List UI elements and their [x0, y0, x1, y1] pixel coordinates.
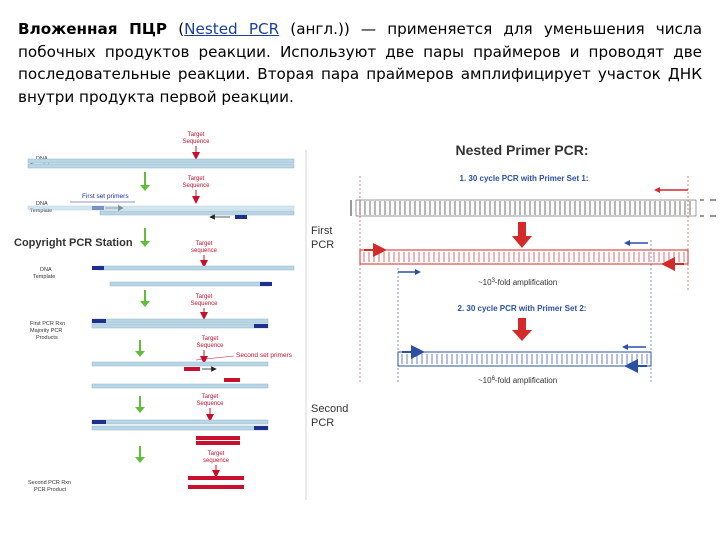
- sequence-label: sequence: [191, 248, 218, 254]
- copyright-watermark: Copyright PCR Station: [14, 237, 133, 249]
- step-arrow-head: [140, 301, 150, 307]
- fold-amplification-label: ~106-fold amplification: [478, 376, 557, 385]
- target-label: Target: [208, 451, 225, 457]
- right-nested-primer-diagram: Nested Primer PCR: 1. 30 cycle PCR with …: [305, 142, 716, 500]
- primer1-arrow-head: [654, 187, 660, 193]
- final-product-strand: [188, 476, 244, 480]
- second-pcr-label: Second: [311, 403, 348, 415]
- forward-primer: [92, 319, 106, 323]
- down-arrow-head: [512, 330, 532, 341]
- nested-primer-title: Nested Primer PCR:: [455, 142, 588, 158]
- final-product-strand: [188, 485, 244, 489]
- first-set-primers-label: First set primers: [82, 193, 129, 200]
- pcr-product-label: PCR Product: [34, 487, 67, 493]
- sequence-label: sequence: [203, 458, 230, 464]
- down-arrow-head: [512, 236, 532, 248]
- first-pcr-label: First: [311, 225, 332, 237]
- down-arrow-shaft: [518, 318, 526, 332]
- dna-strand-top: [27, 158, 295, 164]
- primer-arrow-head: [624, 240, 630, 246]
- left-nested-pcr-diagram: Target Sequence DNA Template Target Sequ…: [14, 132, 295, 493]
- primer-arrow-head: [415, 269, 421, 275]
- dna-label: DNA: [40, 267, 52, 273]
- target-label: Target: [188, 176, 205, 182]
- second-set-primers-label: Second set primers: [236, 352, 293, 359]
- dna-strand: [91, 425, 269, 431]
- step-arrow-head: [135, 407, 145, 413]
- dna-strand-bottom: [27, 163, 295, 169]
- reverse-primer: [254, 426, 268, 430]
- target-label: Target: [202, 336, 219, 342]
- product-ticks: [401, 354, 648, 364]
- dna-strand: [91, 419, 269, 425]
- dna-strand: [27, 205, 295, 211]
- sequence-label: Sequence: [190, 301, 218, 307]
- forward-primer: [92, 420, 106, 424]
- second-pcr-product: [397, 351, 652, 367]
- term-heading: Вложенная ПЦР: [18, 20, 168, 38]
- forward-nested-primer: [184, 367, 200, 371]
- first-pcr-label: First PCR Rxn: [30, 321, 65, 327]
- target-label: Target: [202, 394, 219, 400]
- nested-pcr-link[interactable]: Nested PCR: [184, 20, 280, 38]
- step-arrow-head: [135, 457, 145, 463]
- target-label: Target: [196, 241, 213, 247]
- step-arrow-head: [135, 351, 145, 357]
- target-label: Target: [196, 294, 213, 300]
- majority-pcr-label: Majority PCR: [30, 328, 62, 334]
- description-body: (англ.)) — применяется для уменьшения чи…: [18, 20, 702, 106]
- nested-product: [196, 436, 240, 440]
- step2-label: 2. 30 cycle PCR with Primer Set 2:: [458, 304, 587, 313]
- description-paragraph: Вложенная ПЦР (Nested PCR (англ.)) — при…: [18, 18, 702, 108]
- product-ticks: [363, 252, 685, 262]
- fold-amplification-label: ~103-fold amplification: [478, 278, 557, 287]
- reverse-nested-primer: [224, 378, 240, 382]
- first-pcr-label: PCR: [311, 239, 334, 251]
- sequence-label: Sequence: [196, 401, 224, 407]
- primer-arrow-head: [622, 344, 628, 350]
- second-pcr-label: PCR: [311, 417, 334, 429]
- dna-template-outline: [355, 199, 697, 217]
- dna-strand: [91, 323, 269, 329]
- dna-strand: [97, 265, 295, 271]
- reverse-primer: [260, 282, 272, 286]
- sequence-label: Sequence: [196, 343, 224, 349]
- products-label: Products: [36, 335, 58, 341]
- open-paren: (: [178, 20, 185, 38]
- reverse-primer: [235, 215, 247, 219]
- dna-label: DNA: [36, 201, 48, 207]
- dna-strand: [109, 281, 271, 287]
- dna-strand: [91, 318, 269, 324]
- reverse-primer: [254, 324, 268, 328]
- nested-product: [196, 441, 240, 445]
- template-ticks: [359, 201, 691, 215]
- step1-label: 1. 30 cycle PCR with Primer Set 1:: [460, 174, 589, 183]
- dna-strand: [91, 383, 269, 389]
- second-pcr-label: Second PCR Rxn: [28, 480, 71, 486]
- sequence-label: Sequence: [182, 139, 210, 145]
- dna-strand: [99, 210, 295, 216]
- forward-primer: [92, 266, 104, 270]
- step-arrow-head: [140, 241, 150, 247]
- template-label: Template: [30, 208, 52, 214]
- template-label: Template: [33, 274, 55, 280]
- target-label: Target: [188, 132, 205, 138]
- dna-strand: [91, 361, 269, 367]
- step-arrow-head: [140, 185, 150, 191]
- primer-pointer-line: [195, 355, 235, 361]
- down-arrow-shaft: [518, 222, 526, 238]
- sequence-label: Sequence: [182, 183, 210, 189]
